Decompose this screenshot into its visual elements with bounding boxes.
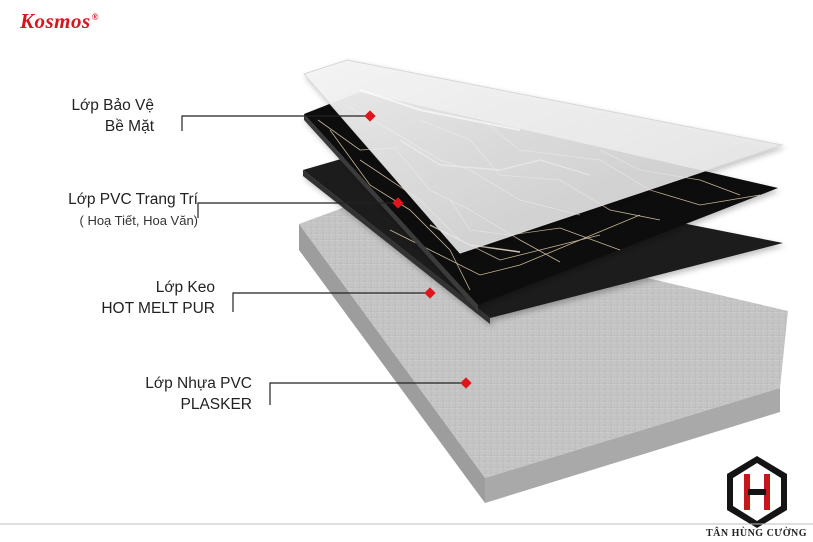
marker-glue bbox=[424, 287, 436, 299]
brand-logo: Kosmos® bbox=[20, 9, 99, 34]
brand-name: Kosmos bbox=[20, 9, 91, 33]
label-pvc-line1: Lớp Nhựa PVC bbox=[145, 375, 252, 392]
label-glue-line2: HOT MELT PUR bbox=[101, 300, 215, 317]
label-protective-line2: Bề Mặt bbox=[104, 118, 154, 135]
label-pvc-line2: PLASKER bbox=[180, 396, 252, 413]
company-name: TÂN HÙNG CƯỜNG bbox=[705, 528, 808, 539]
label-decor-line2: ( Hoạ Tiết, Hoa Văn) bbox=[79, 213, 199, 228]
label-glue-layer: Lớp Keo HOT MELT PUR bbox=[101, 277, 215, 319]
leader-line-decor bbox=[197, 202, 398, 218]
label-protective-line1: Lớp Bảo Vệ bbox=[71, 97, 154, 114]
label-decor-layer: Lớp PVC Trang Trí ( Hoạ Tiết, Hoa Văn) bbox=[68, 189, 198, 231]
marker-decor bbox=[392, 197, 404, 209]
leader-line-pvc bbox=[269, 382, 466, 405]
protective-film-layer bbox=[303, 59, 784, 254]
label-pvc-layer: Lớp Nhựa PVC PLASKER bbox=[145, 373, 252, 415]
leader-line-protective bbox=[181, 115, 370, 131]
label-glue-line1: Lớp Keo bbox=[155, 279, 215, 296]
pvc-base-layer bbox=[299, 207, 788, 503]
leader-line-glue bbox=[232, 292, 430, 312]
registered-mark: ® bbox=[91, 12, 99, 22]
marker-pvc bbox=[460, 377, 472, 389]
label-protective-layer: Lớp Bảo Vệ Bề Mặt bbox=[71, 95, 154, 137]
label-decor-line1: Lớp PVC Trang Trí bbox=[68, 191, 198, 208]
company-logo-icon bbox=[727, 456, 787, 528]
